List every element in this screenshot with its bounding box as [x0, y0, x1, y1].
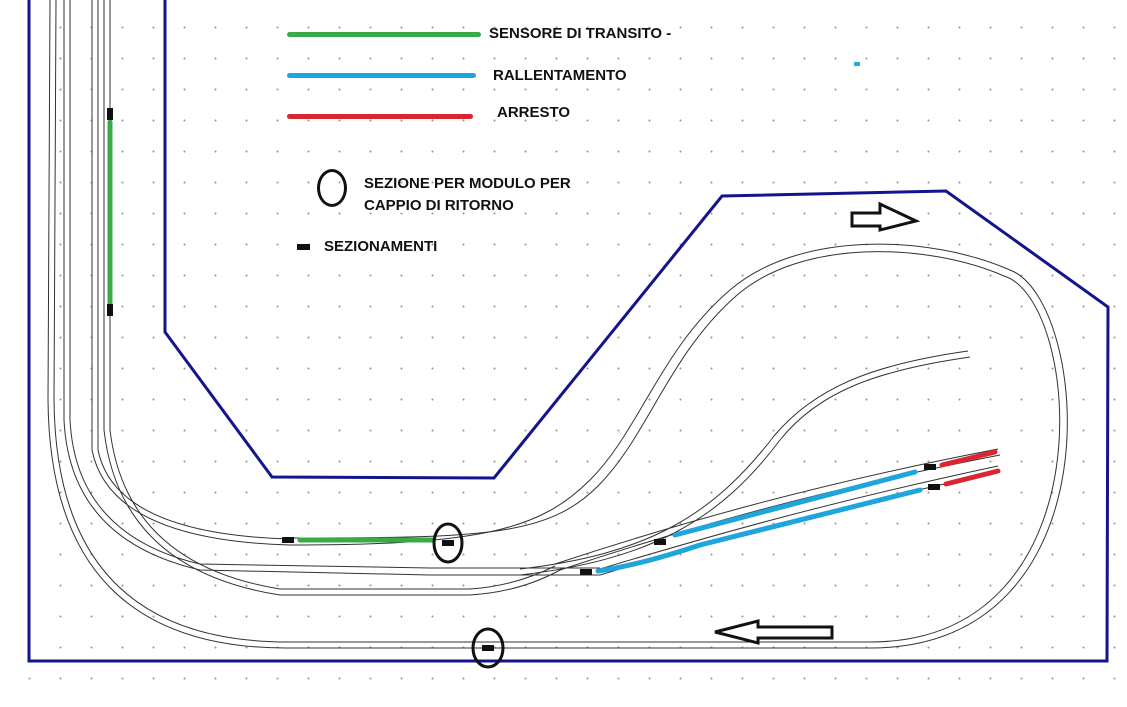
arrow-right-icon	[850, 201, 921, 232]
track-main-lines	[63, 0, 600, 596]
legend-label-transit: SENSORE DI TRANSITO -	[489, 25, 672, 42]
legend-line-slowdown	[287, 73, 476, 78]
oval-icon	[317, 169, 347, 207]
isolation-marks	[107, 108, 940, 575]
legend-label-section-1: SEZIONE PER MODULO PER	[364, 175, 571, 192]
reverse-loop-section-oval	[471, 627, 505, 669]
slowdown-segment	[672, 469, 918, 538]
track-outer-loop	[47, 0, 870, 649]
stop-segment	[943, 468, 1001, 487]
track-reverse-loop	[289, 243, 1068, 649]
legend-line-transit	[287, 32, 481, 37]
track-yard	[519, 350, 1001, 576]
slowdown-segment	[595, 487, 923, 574]
legend-label-section-2: CAPPIO DI RITORNO	[364, 197, 514, 214]
legend-label-slowdown: RALLENTAMENTO	[493, 67, 627, 84]
arrow-left-icon	[714, 619, 834, 645]
legend-label-isolation: SEZIONAMENTI	[324, 238, 438, 255]
legend-line-stop	[287, 114, 473, 119]
reverse-loop-section-oval	[432, 522, 464, 564]
blue-dot-marker	[854, 62, 860, 66]
legend-label-stop: ARRESTO	[497, 104, 571, 121]
baseboard-outline	[27, 0, 1110, 663]
isolation-mark-icon	[297, 244, 310, 250]
stop-segment	[939, 449, 998, 468]
